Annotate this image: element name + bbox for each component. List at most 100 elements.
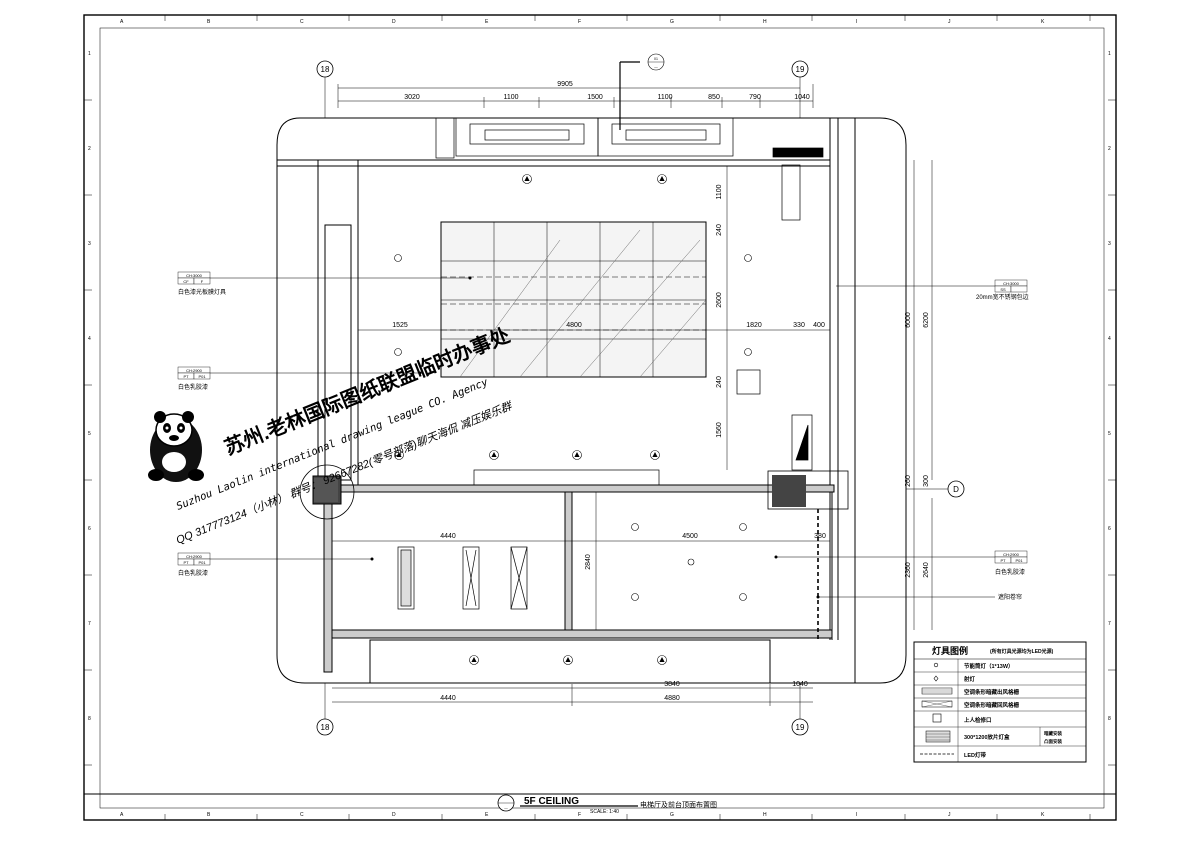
grid-col-h: H bbox=[763, 19, 767, 25]
grid-col-b: B bbox=[207, 19, 211, 25]
spotlight-fixture bbox=[572, 450, 582, 460]
grid-column-labels-bottom: A B C D E F G H I J K bbox=[120, 812, 1045, 818]
grid-col-b-bottom: B bbox=[207, 812, 211, 818]
label-right-2-top: CH:2900 bbox=[1003, 552, 1020, 557]
drawing-scale: SCALE: 1:40 bbox=[590, 809, 619, 815]
dim-mid-right2: 330 bbox=[793, 322, 805, 329]
title-marker: — bbox=[504, 806, 508, 810]
dim-lower-right: 4500 bbox=[682, 533, 698, 540]
dim-bottom-left: 4440 bbox=[440, 695, 456, 702]
grid-row-8-right: 8 bbox=[1108, 716, 1111, 722]
legend-item-4: 空调条形暗藏回风格栅 bbox=[964, 701, 1020, 709]
axis-19-top: 19 bbox=[791, 60, 809, 118]
mid-dimensions: 1525 4800 1820 330 400 bbox=[358, 322, 830, 331]
spotlight-fixture bbox=[522, 174, 532, 184]
legend-item-5: 上人检修口 bbox=[964, 716, 992, 724]
dim-v-6000: 6000 bbox=[905, 312, 912, 328]
panda-logo bbox=[148, 411, 204, 482]
grid-col-k: K bbox=[1041, 19, 1045, 25]
grid-col-c: C bbox=[300, 19, 304, 25]
dim-lower-left: 4440 bbox=[440, 533, 456, 540]
building-outline bbox=[276, 117, 907, 684]
grid-col-d-bottom: D bbox=[392, 812, 396, 818]
access-hatch-icon bbox=[932, 713, 942, 723]
grid-ticks bbox=[84, 15, 1116, 820]
dim-top-seg-6: 790 bbox=[749, 94, 761, 101]
sheet-inner-frame bbox=[99, 27, 1105, 809]
vertical-dimensions: 1100 240 2600 240 1560 2840 6000 6200 26… bbox=[585, 160, 933, 630]
section-marker: 01 — bbox=[619, 53, 665, 130]
legend-item-1: 节能筒灯（1*13W） bbox=[964, 662, 1014, 670]
circle-icon bbox=[933, 662, 939, 668]
grid-col-e: E bbox=[485, 19, 489, 25]
dim-top-seg-7: 1040 bbox=[794, 94, 810, 101]
dim-v-1560: 1560 bbox=[716, 422, 723, 438]
supply-grille-icon bbox=[921, 687, 953, 695]
label-right-2: CH:2900 PT P01 白色乳胶漆 bbox=[774, 550, 1028, 576]
legend-item-7: LED灯带 bbox=[964, 751, 987, 759]
dim-top-seg-5: 850 bbox=[708, 94, 720, 101]
axis-18-top: 18 bbox=[316, 60, 334, 118]
axis-19-bottom-label: 19 bbox=[796, 723, 805, 732]
label-left-3-top: CH:2900 bbox=[186, 554, 203, 559]
dim-v-2360: 2360 bbox=[905, 562, 912, 578]
spotlight-fixture bbox=[650, 450, 660, 460]
legend-title: 灯具图例 bbox=[932, 645, 968, 656]
label-right-1-text: 20mm宽不锈钢包边 bbox=[976, 293, 1029, 301]
label-left-2-code1: PT bbox=[183, 374, 189, 379]
grid-row-2: 2 bbox=[88, 146, 91, 152]
dim-v-1100: 1100 bbox=[716, 184, 723, 199]
title-block: — 5F CEILING SCALE: 1:40 电梯厅及前台顶面布置图 bbox=[497, 794, 717, 815]
axis-18-bottom: 18 bbox=[316, 683, 334, 736]
walls bbox=[277, 118, 856, 684]
label-left-3-code2: P01 bbox=[198, 560, 206, 565]
dim-v-6200: 6200 bbox=[923, 312, 930, 328]
columns bbox=[299, 464, 849, 640]
legend-item-6-note2: 凸面安装 bbox=[1044, 738, 1062, 745]
grid-col-j: J bbox=[948, 19, 951, 25]
spotlight-fixture bbox=[394, 450, 404, 460]
dim-mid-right3: 400 bbox=[813, 322, 825, 329]
axis-d-label: D bbox=[953, 485, 959, 494]
dim-v-240b: 240 bbox=[716, 376, 723, 388]
grid-row-1: 1 bbox=[88, 51, 91, 57]
dim-top-seg-4: 1100 bbox=[657, 94, 672, 101]
legend-subtitle: (所有灯具光源均为LED光源) bbox=[990, 648, 1054, 655]
dim-top-seg-1: 3020 bbox=[404, 94, 420, 101]
label-left-1-code1: CF bbox=[183, 279, 189, 284]
grid-col-a-bottom: A bbox=[120, 812, 124, 818]
panel-light-icon bbox=[925, 730, 951, 743]
grid-col-c-bottom: C bbox=[300, 812, 304, 818]
grid-row-labels: 1 2 3 4 5 6 7 8 1 2 3 4 5 6 7 8 bbox=[88, 51, 1111, 722]
label-right-3-text: 遮阳卷帘 bbox=[998, 593, 1022, 601]
grid-row-3-right: 3 bbox=[1108, 241, 1111, 247]
label-right-3: 遮阳卷帘 bbox=[816, 593, 1022, 601]
grid-row-7-right: 7 bbox=[1108, 621, 1111, 627]
axis-19-top-label: 19 bbox=[796, 65, 805, 74]
label-left-1-text: 白色漆光板膜灯具 bbox=[178, 288, 226, 296]
watermark: 苏州.老林国际图纸联盟临时办事处 Suzhou Laolin internati… bbox=[174, 323, 515, 547]
spotlight-fixture bbox=[489, 450, 499, 460]
downlights bbox=[394, 254, 752, 601]
label-left-2-code2: P01 bbox=[198, 374, 206, 379]
spotlight-fixture bbox=[469, 655, 479, 665]
grid-col-k-bottom: K bbox=[1041, 812, 1045, 818]
label-left-1-code2: F bbox=[201, 279, 204, 284]
sheet-frame bbox=[83, 14, 1117, 821]
grilles bbox=[397, 164, 813, 610]
axis-19-bottom: 19 bbox=[791, 683, 809, 736]
dim-v-2840: 2840 bbox=[585, 554, 592, 570]
legend-item-6: 300*1200放片灯盒 bbox=[964, 733, 1010, 741]
legend-item-6-note1: 暗藏安装 bbox=[1044, 730, 1062, 737]
drawing-title: 5F CEILING bbox=[524, 796, 579, 807]
diamond-icon bbox=[933, 675, 939, 682]
grid-col-i-bottom: I bbox=[856, 812, 857, 818]
watermark-line3: QQ 317773124（小林） 群号： 92667282(零号部落)聊天海侃 … bbox=[174, 399, 515, 547]
label-right-1-code1: SS bbox=[1000, 287, 1006, 292]
dim-v-2600: 2600 bbox=[716, 292, 723, 308]
grid-col-j-bottom: J bbox=[948, 812, 951, 818]
section-marker-bottom: — bbox=[654, 65, 658, 69]
label-left-3-code1: PT bbox=[183, 560, 189, 565]
grid-col-g-bottom: G bbox=[670, 812, 674, 818]
